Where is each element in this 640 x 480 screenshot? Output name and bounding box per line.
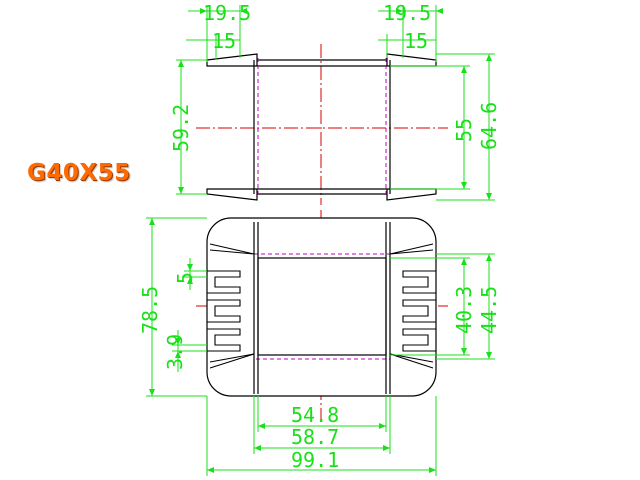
part-title: G40X55	[27, 160, 131, 186]
bottom-view: 78.5 5 3.9 40.3 44.5 54.8 58.7 99.1	[138, 210, 501, 476]
dim-bottom-outer: 99.1	[291, 448, 339, 472]
top-dimension-arrows	[178, 8, 492, 200]
bottom-dimension-lines	[146, 217, 495, 476]
dim-left-height: 59.2	[169, 104, 193, 152]
bottom-flange	[206, 188, 258, 201]
dim-top-right-inner: 15	[404, 29, 428, 53]
top-flange	[206, 53, 258, 67]
dim-top-left-outer: 19.5	[203, 1, 251, 25]
pin-slots-left	[207, 270, 241, 352]
dim-right-outer: 44.5	[477, 286, 501, 334]
dim-bottom-mid: 58.7	[291, 425, 339, 449]
dim-left-outer: 78.5	[138, 286, 162, 334]
dim-right-inner: 40.3	[452, 286, 476, 334]
top-view: 19.5 15 19.5 15 59.2 55 64.6	[169, 1, 501, 205]
top-flange-right	[386, 53, 437, 67]
dim-top-left-inner: 15	[212, 29, 236, 53]
core-window	[257, 257, 387, 356]
dim-bottom-inner: 54.8	[291, 403, 339, 427]
bottom-dimension-arrows	[149, 218, 492, 473]
pin-slots-right	[402, 270, 436, 352]
wedge-fins	[209, 243, 434, 369]
top-dimension-lines	[176, 5, 495, 201]
bottom-flange-right	[386, 188, 437, 201]
dim-right-outer-height: 64.6	[477, 102, 501, 150]
dim-left-pin-pitch: 5	[173, 272, 197, 284]
dim-left-pin-width: 3.9	[163, 334, 187, 370]
dim-right-inner-height: 55	[452, 118, 476, 142]
dim-top-right-outer: 19.5	[383, 1, 431, 25]
